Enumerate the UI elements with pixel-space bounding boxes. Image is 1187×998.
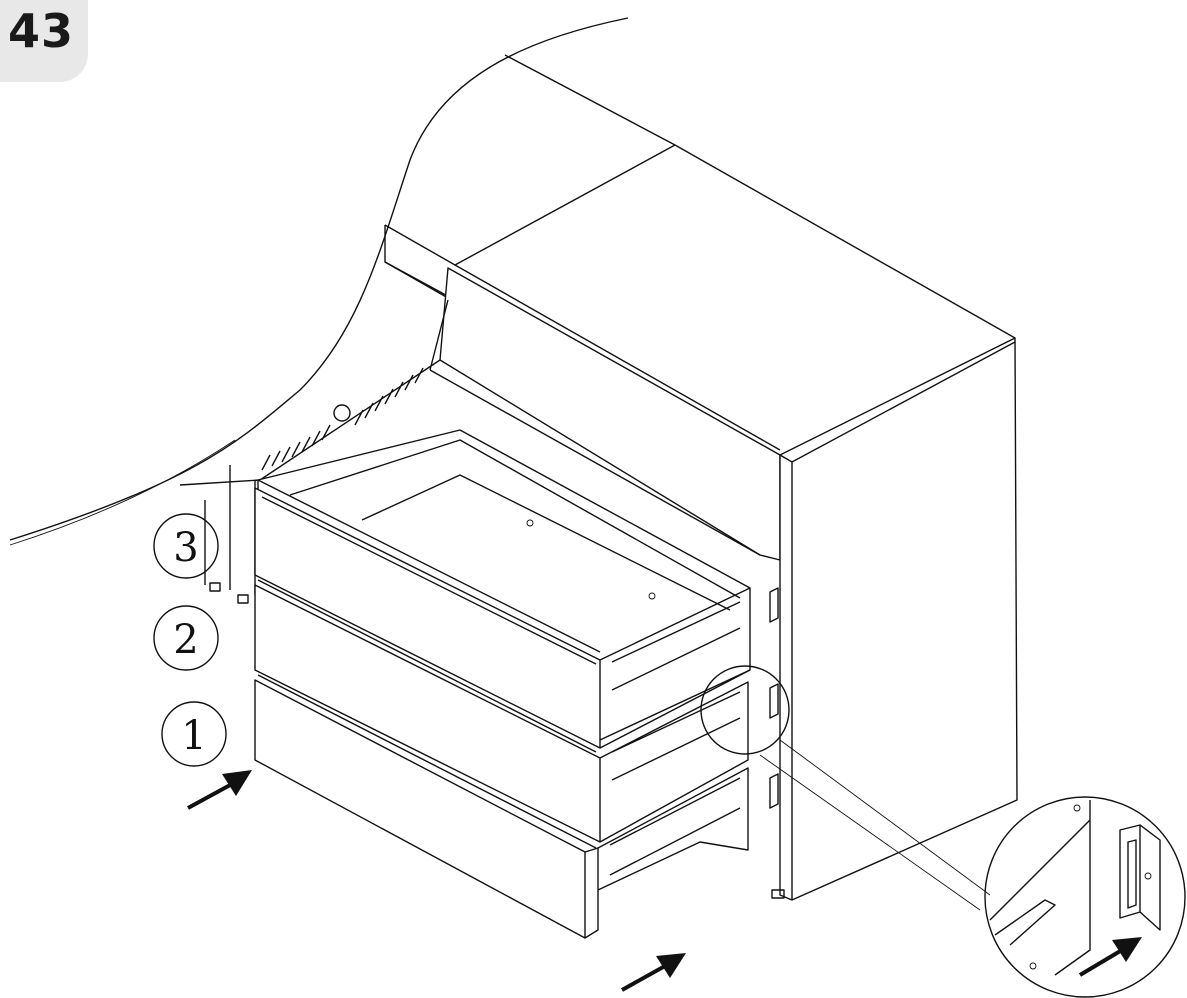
step-number: 43 xyxy=(8,4,75,58)
cabinet-side-panel xyxy=(769,337,1018,901)
callout-3: 3 xyxy=(153,513,219,579)
drawer-3 xyxy=(254,429,751,749)
callout-1: 1 xyxy=(161,701,227,767)
push-arrow-icon xyxy=(621,953,686,992)
drawer-2 xyxy=(254,579,749,843)
step-badge: 43 xyxy=(0,0,88,82)
drawer-1 xyxy=(254,674,749,939)
vent-slots xyxy=(261,367,424,471)
callout-1-label: 1 xyxy=(181,713,206,759)
callout-2: 2 xyxy=(153,605,219,671)
push-arrow-icon xyxy=(187,770,252,810)
cutaway-curve-inner xyxy=(9,439,236,546)
callout-3-label: 3 xyxy=(173,525,198,571)
callout-2-label: 2 xyxy=(173,617,198,663)
cutaway-curve xyxy=(9,17,629,541)
magnified-detail-icon xyxy=(700,665,1186,998)
